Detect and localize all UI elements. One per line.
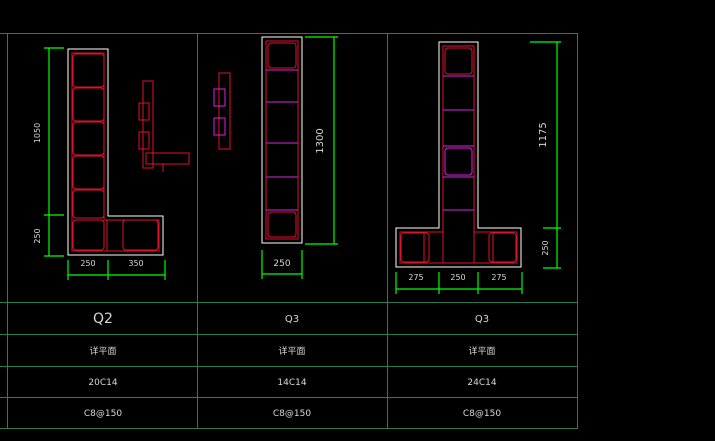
column-3-name: Q3 (475, 314, 489, 325)
q3-rect-ties (266, 42, 298, 238)
q2-rebar-cage (71, 52, 160, 252)
column-1-longitudinal: 20C14 (88, 378, 117, 388)
q3-rect-dimensions (261, 36, 338, 279)
column-2-name: Q3 (285, 314, 299, 325)
q3-rect-dim-250: 250 (273, 259, 290, 269)
q3-t-dim-250-vertical: 250 (541, 240, 550, 255)
q2-dim-350: 350 (128, 259, 143, 268)
column-2-longitudinal: 14C14 (277, 378, 306, 388)
column-1-name: Q2 (93, 311, 113, 327)
q2-dim-250-vertical: 250 (33, 228, 42, 243)
column-1-section-label: 详平面 (89, 345, 116, 357)
q3-rect-detail-sketch (213, 72, 231, 150)
q2-detail-sketch (138, 80, 190, 172)
q2-dimensions (44, 47, 166, 280)
q3-rect-dim-1300: 1300 (315, 128, 326, 153)
q3-t-dim-1175: 1175 (538, 122, 549, 147)
q3-t-dim-275-left: 275 (408, 273, 423, 282)
q2-dim-250-horizontal: 250 (80, 259, 95, 268)
q3-t-dim-275-right: 275 (491, 273, 506, 282)
q3-t-rebar-cage (399, 45, 518, 264)
column-3-section-label: 详平面 (468, 345, 495, 357)
q3-rect-rebar-cage (265, 40, 299, 240)
q2-ties (72, 53, 159, 251)
column-1-stirrup: C8@150 (84, 409, 122, 419)
section-q3-rect-drawing: 1300 250 (213, 36, 338, 279)
section-q2-drawing: 1050 250 250 350 (33, 47, 190, 280)
q3-t-outline (395, 41, 522, 268)
table-grid (0, 33, 578, 429)
column-3-stirrup: C8@150 (463, 409, 501, 419)
column-2-stirrup: C8@150 (273, 409, 311, 419)
q3-t-ties (400, 47, 517, 263)
q2-dim-1050: 1050 (33, 123, 42, 143)
q3-t-dim-250-mid: 250 (450, 273, 465, 282)
q3-t-dimensions (395, 41, 561, 294)
table-text: Q2 Q3 Q3 详平面 详平面 详平面 20C14 14C14 24C14 C… (84, 311, 501, 419)
q2-outline (67, 48, 164, 256)
column-2-section-label: 详平面 (278, 345, 305, 357)
column-3-longitudinal: 24C14 (467, 378, 496, 388)
section-q3-t-drawing: 1175 250 275 250 275 (395, 41, 561, 294)
q3-rect-outline (261, 36, 303, 244)
